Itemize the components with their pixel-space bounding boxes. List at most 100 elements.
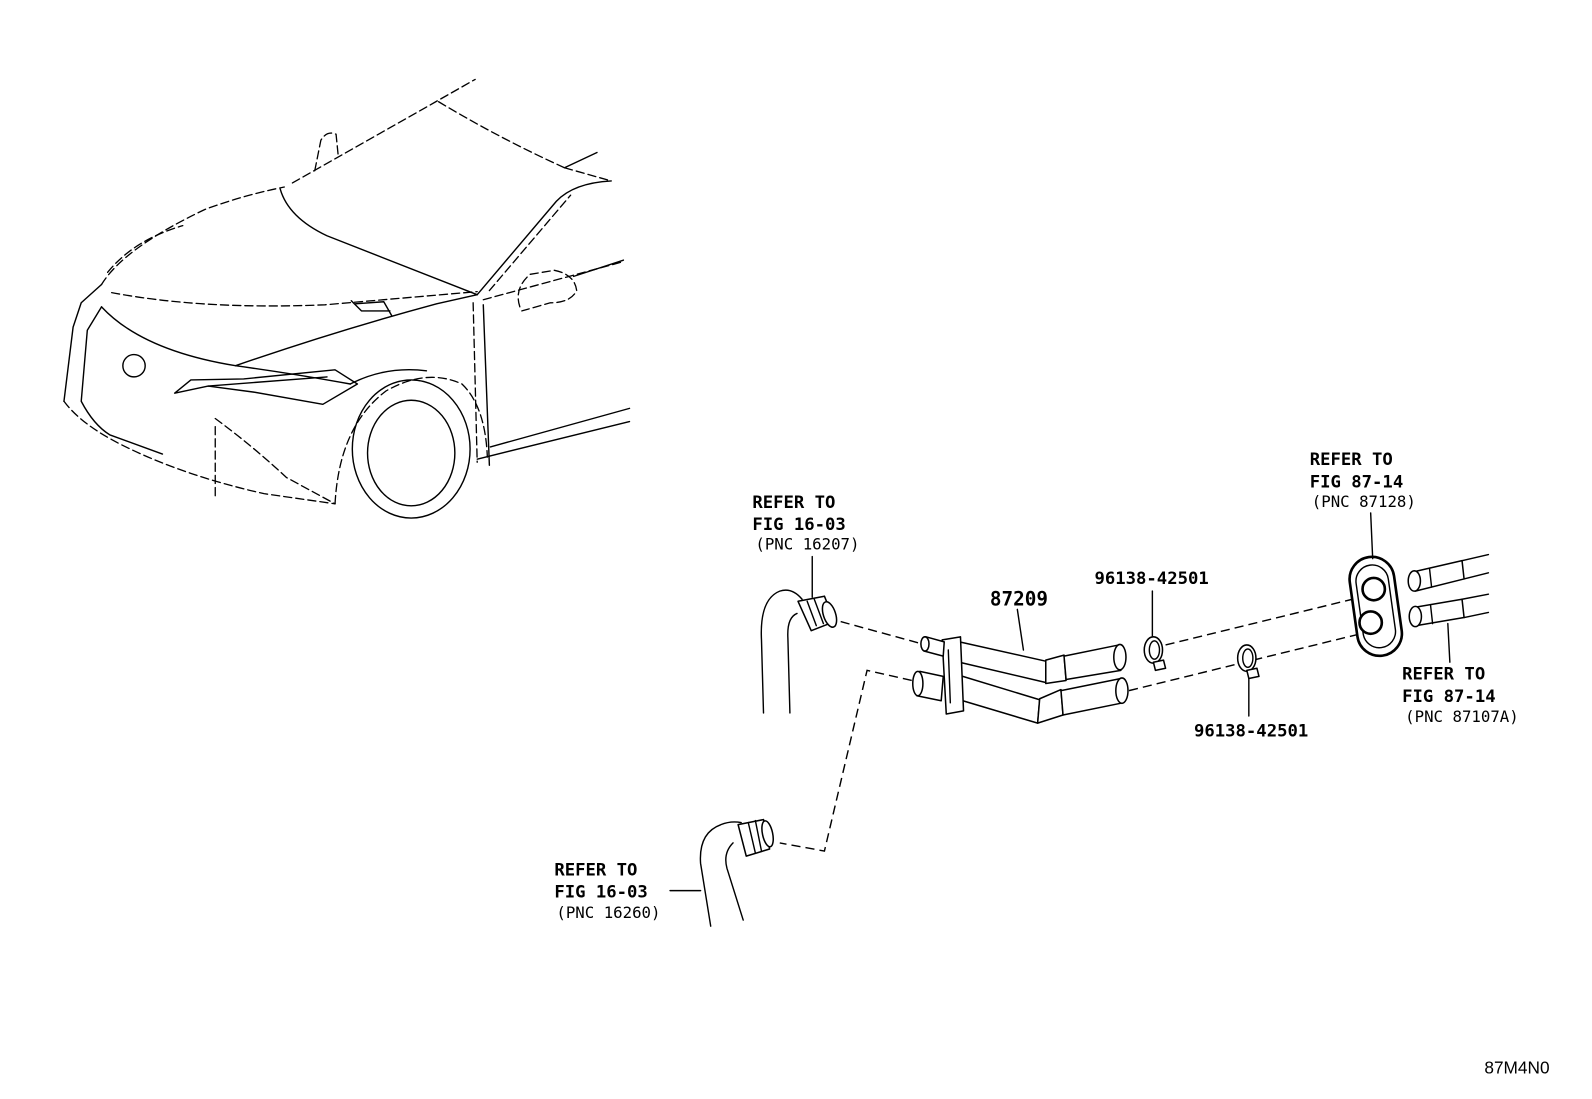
front-tire: [351, 379, 471, 519]
inlet-stub-upper-end: [920, 636, 930, 652]
roof-rear-edge: [563, 151, 598, 169]
fender-top: [349, 368, 428, 385]
windshield-bottom: [279, 188, 478, 296]
callout-fig: FIG 87-14: [1402, 687, 1495, 707]
connection-line-upper-pipe: [1165, 598, 1353, 646]
headlight: [173, 369, 359, 406]
bumper-corner: [214, 417, 336, 505]
front-rim: [366, 399, 456, 507]
inlet-stub-lower-end: [911, 670, 924, 697]
side-character-line-upper: [572, 259, 625, 278]
clamp-ring-inner: [1242, 648, 1254, 668]
callout-pnc: (PNC 16207): [755, 534, 859, 553]
leader-line-87209: [1016, 608, 1025, 651]
heater-tube-lower-end: [1115, 677, 1129, 705]
heater-tube-upper-end: [1113, 643, 1127, 671]
pipe-lower-extension: [1461, 593, 1490, 619]
leader-line-87107a: [1447, 622, 1451, 663]
fog-light: [122, 353, 146, 378]
connection-line-outlet: [779, 669, 912, 852]
roof-right-edge: [437, 101, 566, 169]
hose-clip-line: [747, 819, 763, 854]
callout-refer: REFER TO: [1402, 664, 1485, 684]
callout-hose-outlet: REFER TO FIG 16-03 (PNC 16260): [554, 860, 660, 922]
clamp-tab: [1152, 659, 1167, 672]
pipe-lower-end: [1408, 605, 1423, 628]
grille-outer: [63, 283, 103, 402]
grommet-hole-upper: [1361, 576, 1387, 602]
firewall-grommet: [1348, 512, 1404, 658]
callout-hose-inlet: REFER TO FIG 16-03 (PNC 16207): [752, 493, 859, 554]
heater-tube-upper-outlet: [1063, 644, 1122, 681]
vehicle-locator-illustration: [63, 78, 631, 519]
rocker-sill: [476, 420, 631, 460]
a-pillar-right: [476, 180, 612, 296]
callout-fig: FIG 87-14: [1310, 473, 1403, 493]
flange-detail: [947, 649, 952, 704]
heater-tube-lower-collar: [1036, 688, 1064, 724]
bumper-lower: [63, 400, 336, 505]
pipe-upper: [1412, 559, 1465, 592]
pipe-lower-bead: [1429, 604, 1434, 625]
mirror-right: [517, 269, 578, 312]
mirror-left: [314, 132, 339, 172]
leader-line-87128: [1369, 512, 1374, 560]
callout-fig: FIG 16-03: [554, 883, 647, 903]
callout-refer: REFER TO: [554, 860, 637, 880]
heater-tube-lower: [958, 674, 1041, 724]
pipe-upper-extension: [1461, 553, 1490, 580]
clamp-ring-inner: [1148, 640, 1161, 660]
hose-connector-end: [821, 601, 838, 628]
clamp-tab: [1246, 667, 1260, 680]
fender-rear-edge: [472, 302, 478, 463]
heater-outlet-hose: [669, 818, 775, 927]
heater-tube-lower-outlet: [1060, 677, 1124, 716]
callout-pnc: (PNC 87107A): [1405, 707, 1519, 726]
headlight-inner-line: [207, 376, 328, 387]
grommet-inner-rim: [1355, 564, 1397, 649]
pipe-upper-bead: [1428, 568, 1433, 588]
hose-connector-end: [761, 820, 775, 848]
hose-outer-line: [699, 821, 742, 927]
illustration-id: 87M4N0: [1484, 1057, 1549, 1077]
callout-refer: REFER TO: [752, 493, 835, 513]
heater-inlet-hose: [760, 555, 838, 714]
hose-inner-line: [787, 612, 798, 714]
part-number-clamp-upper: 96138-42501: [1095, 569, 1209, 589]
heater-water-pipes: [1407, 553, 1490, 663]
grille-inner: [80, 306, 164, 455]
a-pillar-right-outer: [488, 194, 572, 292]
callout-pipes: REFER TO FIG 87-14 (PNC 87107A): [1402, 664, 1519, 726]
hood-front-edge: [100, 186, 285, 286]
hose-clamp-upper: [1143, 590, 1167, 672]
grommet-hole-lower: [1358, 610, 1384, 636]
heater-tube-upper: [958, 641, 1047, 684]
callout-fig: FIG 16-03: [752, 515, 845, 535]
callout-pnc: (PNC 16260): [556, 903, 660, 922]
part-number-clamp-lower: 96138-42501: [1194, 721, 1308, 741]
heater-core: [911, 608, 1129, 724]
grommet-outer: [1348, 555, 1404, 658]
callout-grommet: REFER TO FIG 87-14 (PNC 87128): [1310, 450, 1416, 511]
hood-emblem: [350, 300, 393, 317]
hose-inner-line: [725, 842, 744, 921]
callout-refer: REFER TO: [1310, 450, 1393, 470]
callout-pnc: (PNC 87128): [1312, 492, 1416, 511]
pipe-lower: [1413, 598, 1465, 627]
connection-line-inlet: [840, 620, 927, 646]
side-character-line: [482, 261, 623, 301]
roof-left-edge: [291, 78, 476, 184]
hood-side-line: [234, 293, 478, 367]
heater-core-flange: [941, 636, 965, 715]
wheel-arch: [334, 376, 489, 505]
pipe-upper-end: [1407, 570, 1422, 592]
heater-tube-upper-collar: [1045, 654, 1067, 685]
hose-clip-line: [806, 598, 825, 627]
hose-clamp-lower: [1236, 644, 1260, 717]
hood-crease: [111, 290, 478, 307]
hose-outer-line: [760, 589, 803, 714]
part-number-heater-core: 87209: [990, 587, 1048, 610]
body-side-line: [489, 407, 631, 448]
hood-front-inner: [106, 224, 184, 273]
